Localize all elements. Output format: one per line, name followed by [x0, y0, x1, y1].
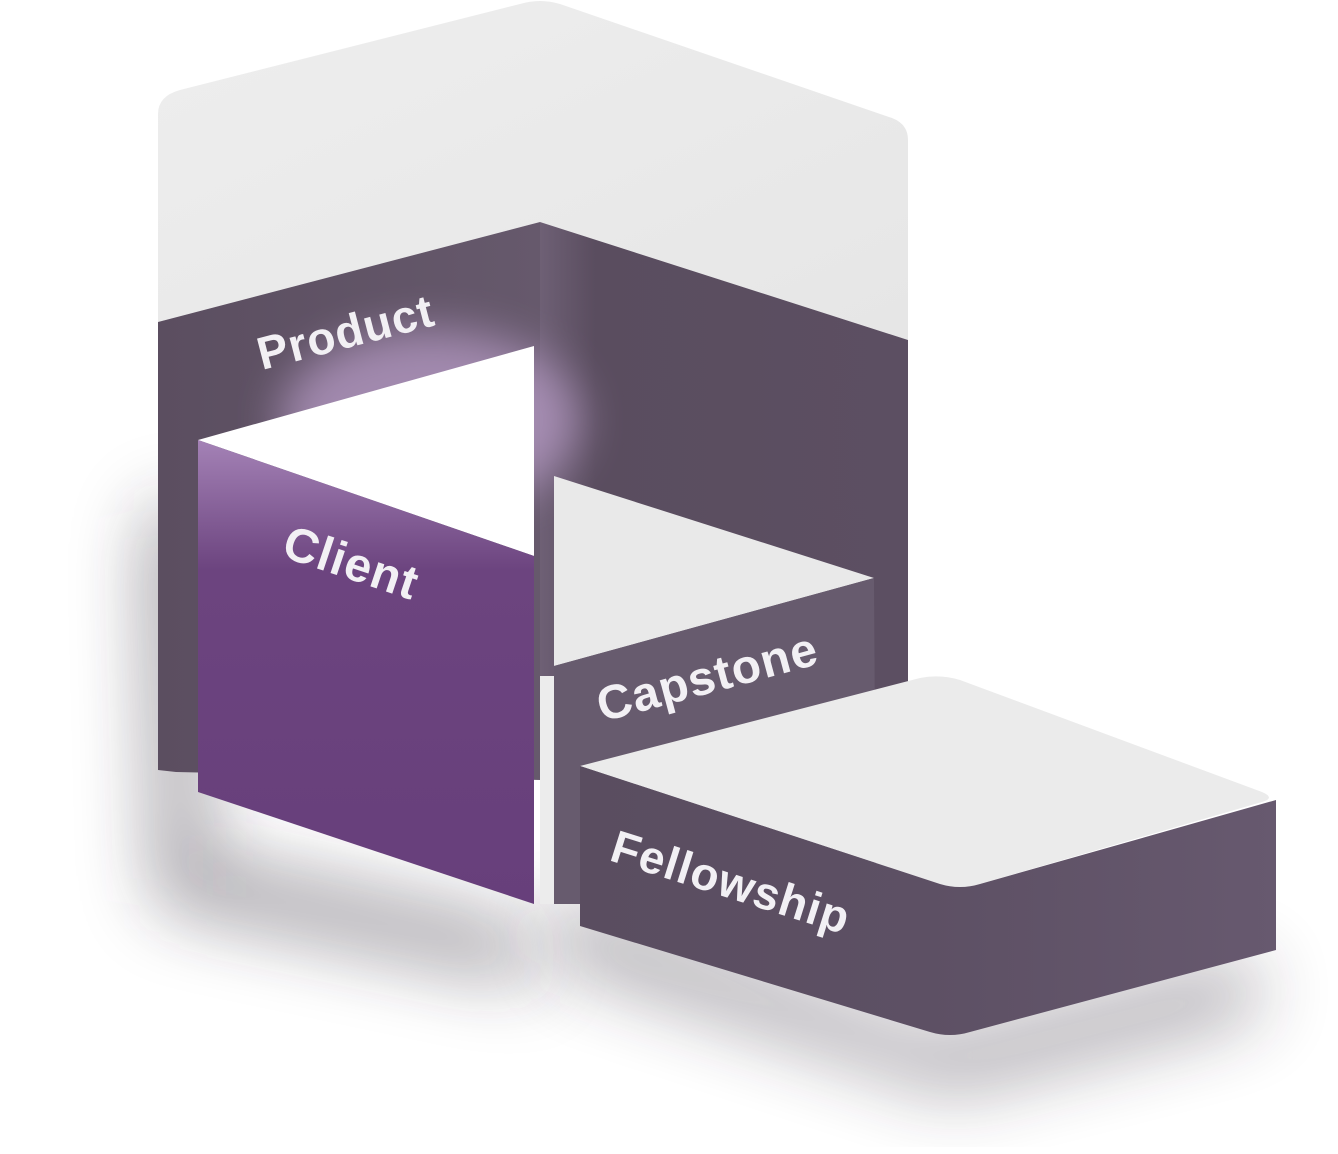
product-top-face [158, 1, 908, 340]
capstone-left-edge [540, 676, 554, 904]
client-front-face [198, 440, 534, 904]
client-block [198, 346, 534, 904]
fellowship-block [580, 676, 1276, 1035]
fellowship-front-face [580, 766, 1276, 1035]
capstone-top-face [554, 476, 874, 666]
shadow-bottom [560, 900, 1260, 1090]
fellowship-top-face [580, 676, 1269, 887]
client-top-face [198, 346, 534, 556]
